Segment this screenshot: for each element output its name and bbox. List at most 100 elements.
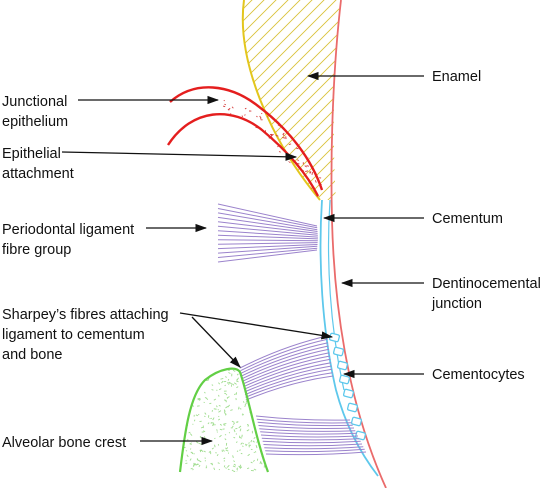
lower-fibre <box>257 421 353 427</box>
bone-speckle <box>240 442 243 445</box>
lower-fibre <box>255 415 351 421</box>
bone-speckle <box>209 417 211 420</box>
bone-speckle <box>236 467 239 470</box>
bone-speckle <box>239 449 241 451</box>
bone-speckle <box>213 398 217 401</box>
sharpey-fibre <box>243 362 332 390</box>
sharpey-fibre <box>241 348 330 380</box>
epithelium-speckle <box>306 165 310 167</box>
epithelium-speckle <box>269 168 272 172</box>
bone-speckle <box>186 389 189 391</box>
bone-speckle <box>189 448 192 450</box>
bone-outline <box>178 367 270 473</box>
bone-speckle <box>247 425 250 427</box>
bone-speckle <box>211 447 214 450</box>
cementocyte-cell <box>350 416 363 427</box>
bone-speckle <box>238 425 242 429</box>
bone-speckle <box>185 421 187 423</box>
sharpey-fibre <box>239 335 328 369</box>
epithelium-speckle <box>304 165 307 168</box>
bone-speckle <box>207 422 210 425</box>
epithelium-speckle <box>244 107 247 110</box>
label-cementocytes: Cementocytes <box>432 367 525 383</box>
enamel-outline <box>241 0 321 201</box>
bone-speckle <box>245 400 248 403</box>
bone-speckle <box>238 465 241 468</box>
epithelium-speckle <box>229 168 231 173</box>
label-pdl-1: Periodontal ligament <box>2 222 134 238</box>
bone-speckle <box>223 457 226 460</box>
epithelium-speckle <box>231 106 234 109</box>
bone-speckle <box>247 467 250 470</box>
epithelium-speckle <box>295 147 299 150</box>
bone-speckle <box>235 441 238 443</box>
epithelium-speckle <box>240 193 243 196</box>
bone-speckle <box>203 436 206 440</box>
enamel-hatch-fill <box>242 0 340 200</box>
epithelium-speckle <box>218 133 221 137</box>
sharpey-fibre <box>242 355 331 385</box>
bone-speckle <box>223 423 227 425</box>
bone-speckle <box>255 445 258 449</box>
epithelium-speckle <box>214 197 216 198</box>
sharpey-fibre <box>241 345 329 377</box>
bone-speckle <box>219 428 223 431</box>
epithelium-speckle <box>275 180 277 183</box>
bone-speckle <box>193 419 196 422</box>
bone-speckle <box>209 402 212 405</box>
bone-speckle <box>232 369 236 372</box>
cementocyte-cell <box>332 346 345 357</box>
bone-speckle <box>256 401 258 404</box>
epithelium-speckle <box>215 125 217 128</box>
lower-fibre <box>258 425 355 430</box>
bone-speckle <box>218 405 221 407</box>
bone-speckle <box>256 441 258 443</box>
bone-speckle <box>246 443 248 446</box>
bone-speckle <box>211 384 214 386</box>
epithelium-speckle <box>222 105 226 108</box>
bone-speckle <box>223 424 226 426</box>
cementocyte-cell <box>342 388 355 399</box>
bone-speckle <box>232 422 235 425</box>
epithelium-speckle <box>244 114 246 116</box>
bone-speckle <box>239 464 242 467</box>
bone-speckle <box>183 401 186 404</box>
bone-speckle <box>194 462 197 466</box>
bone-speckle <box>233 463 236 466</box>
pdl-fibre <box>217 239 318 242</box>
lower-fibre <box>256 418 352 424</box>
lower-fibre <box>260 431 357 435</box>
bone-speckle <box>233 436 236 439</box>
bone-speckle <box>262 412 265 414</box>
epithelium-speckle <box>296 185 299 188</box>
bone-speckle <box>214 444 216 448</box>
epithelium-speckle <box>253 186 256 188</box>
bone-speckle <box>225 447 227 450</box>
bone-speckle <box>228 381 232 384</box>
arrows <box>61 71 424 446</box>
epithelium-speckle <box>311 172 313 175</box>
epithelium-speckle <box>241 115 243 118</box>
bone-speckle <box>189 399 192 402</box>
bone-speckle <box>236 380 239 383</box>
epithelium-speckle <box>224 103 227 106</box>
bone-speckle <box>244 404 246 407</box>
epithelium-speckle <box>242 193 245 197</box>
epithelium-speckle <box>308 197 311 198</box>
bone-speckle <box>211 389 214 391</box>
lower-fibre <box>259 428 356 432</box>
pdl-fibre <box>217 225 318 236</box>
epithelium-speckle <box>229 130 231 133</box>
bone-speckle <box>242 401 245 403</box>
bone-speckle <box>227 378 230 381</box>
sharpey-fibre <box>245 372 333 398</box>
bone-speckle <box>205 465 208 467</box>
bone-speckle <box>224 376 228 378</box>
cementocyte-cell <box>346 402 359 413</box>
epithelium-speckle <box>249 189 251 192</box>
bone-speckle <box>262 441 265 444</box>
epithelium-speckle <box>229 116 232 119</box>
epithelium-speckle <box>247 130 250 133</box>
epithelium-speckle <box>271 150 273 152</box>
